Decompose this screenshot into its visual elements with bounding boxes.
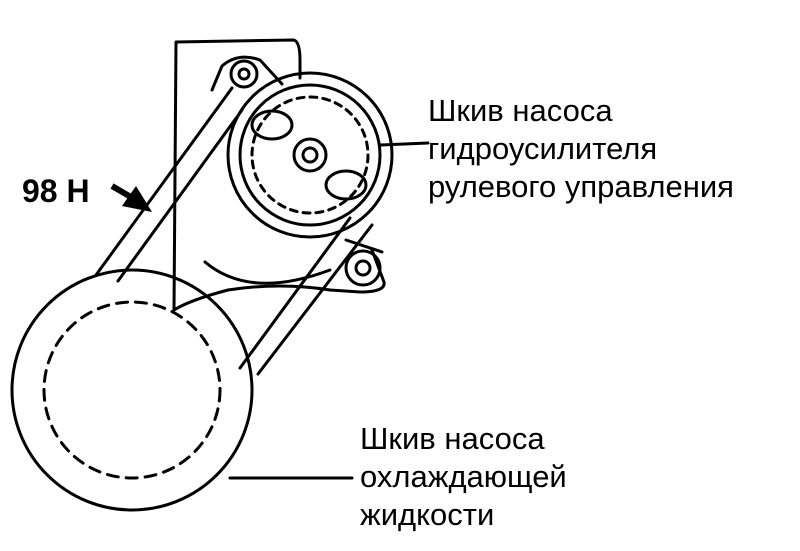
water-pump-pulley-label: Шкив насоса охлаждающей жидкости [360,420,567,534]
ps-label-line-3: рулевого управления [428,169,734,204]
ps-shaft-inner [301,146,319,164]
ps-leader-line [378,141,430,147]
belt-right-outer [238,216,352,370]
wp-label-line-1: Шкив насоса [360,421,545,456]
ps-shaft-outer [292,137,328,173]
upper-mount-ear [210,55,284,92]
force-label: 98 Н [22,173,90,209]
wp-pulley-groove [42,300,222,480]
ps-pulley-rim [238,83,382,227]
ps-label-line-2: гидроусилителя [428,131,658,166]
ps-label-line-1: Шкив насоса [428,93,613,128]
bracket-lower-edge [203,260,332,285]
belt-left-inner [116,108,244,283]
ps-pulley-outer [226,71,394,239]
ps-hub-lobe-1 [250,109,294,141]
lower-bolt-head [344,249,382,287]
wp-pulley-outer [10,268,254,512]
water-pump-pulley [10,268,254,512]
upper-bolt-head [229,59,259,89]
upper-bolt-hole [237,67,251,81]
v-belt [94,86,374,376]
lower-bolt-bracket [344,238,384,254]
force-arrow-icon [110,183,152,212]
belt-right-inner [256,223,374,376]
belt-left-outer [94,86,234,277]
lower-bolt-hole [354,259,372,277]
ps-pulley-groove [250,95,370,215]
pump-bracket [172,38,386,312]
wp-label-line-3: жидкости [360,497,495,532]
wp-label-line-2: охлаждающей [360,459,567,494]
power-steering-pulley [226,71,394,239]
power-steering-pulley-label: Шкив насоса гидроусилителя рулевого упра… [428,92,734,206]
ps-hub-lobe-2 [324,169,368,201]
